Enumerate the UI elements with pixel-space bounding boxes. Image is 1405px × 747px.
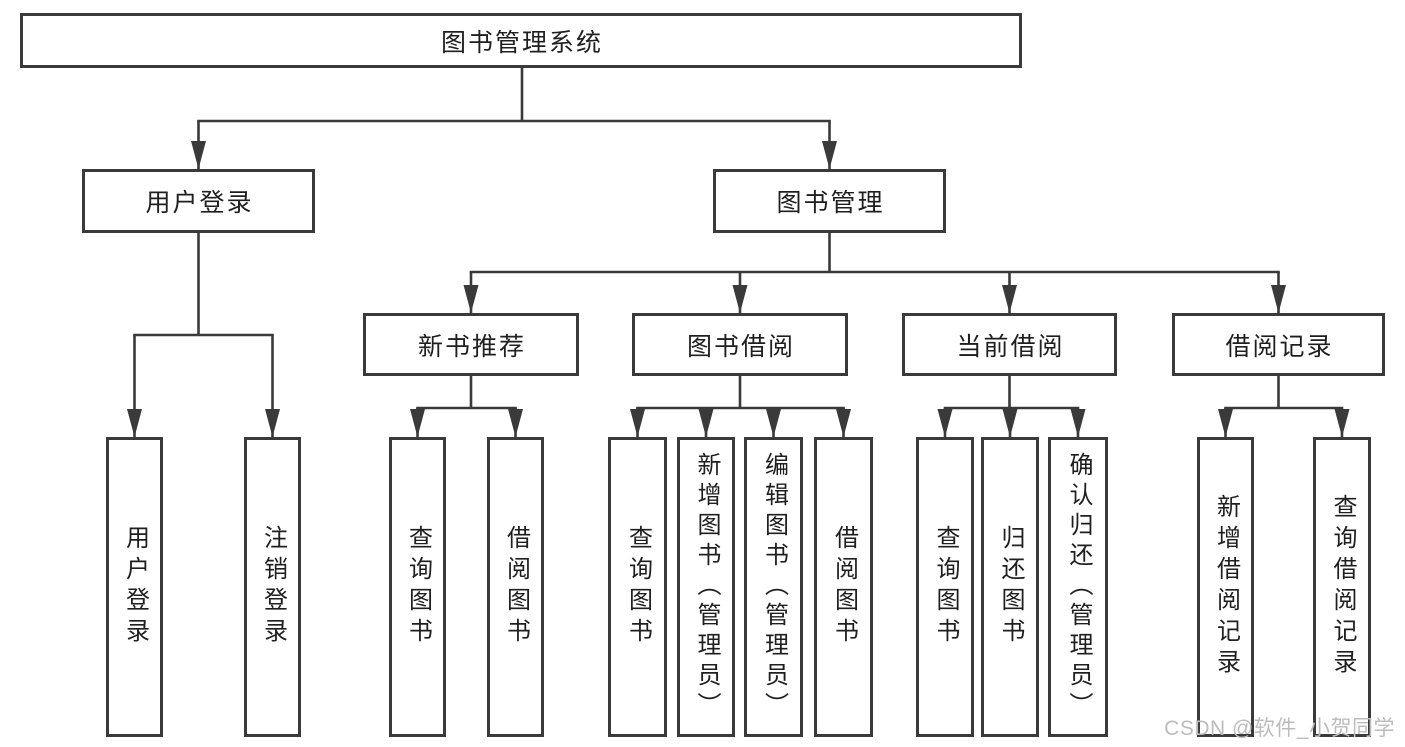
node-leaf-confirm-return-admin: 确认归还（管理员） — [1048, 437, 1108, 737]
node-leaf-borrow-books: 借阅图书 — [814, 437, 873, 737]
node-leaf-add-borrow-record: 新增借阅记录 — [1197, 437, 1254, 737]
node-leaf-query-books-current: 查询图书 — [916, 437, 974, 737]
connector-book-borrow-to-leaves — [630, 376, 851, 437]
node-borrow-records: 借阅记录 — [1172, 313, 1385, 376]
node-leaf-borrow-books-recommend: 借阅图书 — [487, 437, 544, 737]
node-leaf-query-borrow-record: 查询借阅记录 — [1313, 437, 1371, 737]
node-leaf-user-login: 用户登录 — [106, 437, 163, 737]
connector-borrow-records-to-leaves — [1218, 376, 1350, 437]
node-leaf-query-books-recommend: 查询图书 — [389, 437, 446, 737]
node-book-management: 图书管理 — [713, 169, 946, 233]
node-new-book-recommend: 新书推荐 — [363, 313, 579, 376]
node-current-borrow: 当前借阅 — [902, 313, 1117, 376]
node-leaf-query-books-borrow: 查询图书 — [608, 437, 667, 737]
node-leaf-logout: 注销登录 — [244, 437, 301, 737]
connector-book-management-to-level3 — [463, 233, 1286, 313]
connector-current-borrow-to-leaves — [937, 376, 1086, 437]
node-leaf-edit-book-admin: 编辑图书（管理员） — [744, 437, 803, 737]
connector-root-to-level2 — [191, 67, 837, 169]
watermark: CSDN @软件_小贺同学 — [1164, 717, 1395, 740]
connector-user-login-to-leaves — [127, 233, 280, 437]
node-book-borrow: 图书借阅 — [632, 313, 848, 376]
connector-new-book-recommend-to-leaves — [410, 376, 523, 437]
node-leaf-add-book-admin: 新增图书（管理员） — [677, 437, 735, 737]
node-user-login: 用户登录 — [82, 169, 315, 233]
node-leaf-return-books: 归还图书 — [981, 437, 1039, 737]
node-root-library-system: 图书管理系统 — [20, 13, 1022, 68]
